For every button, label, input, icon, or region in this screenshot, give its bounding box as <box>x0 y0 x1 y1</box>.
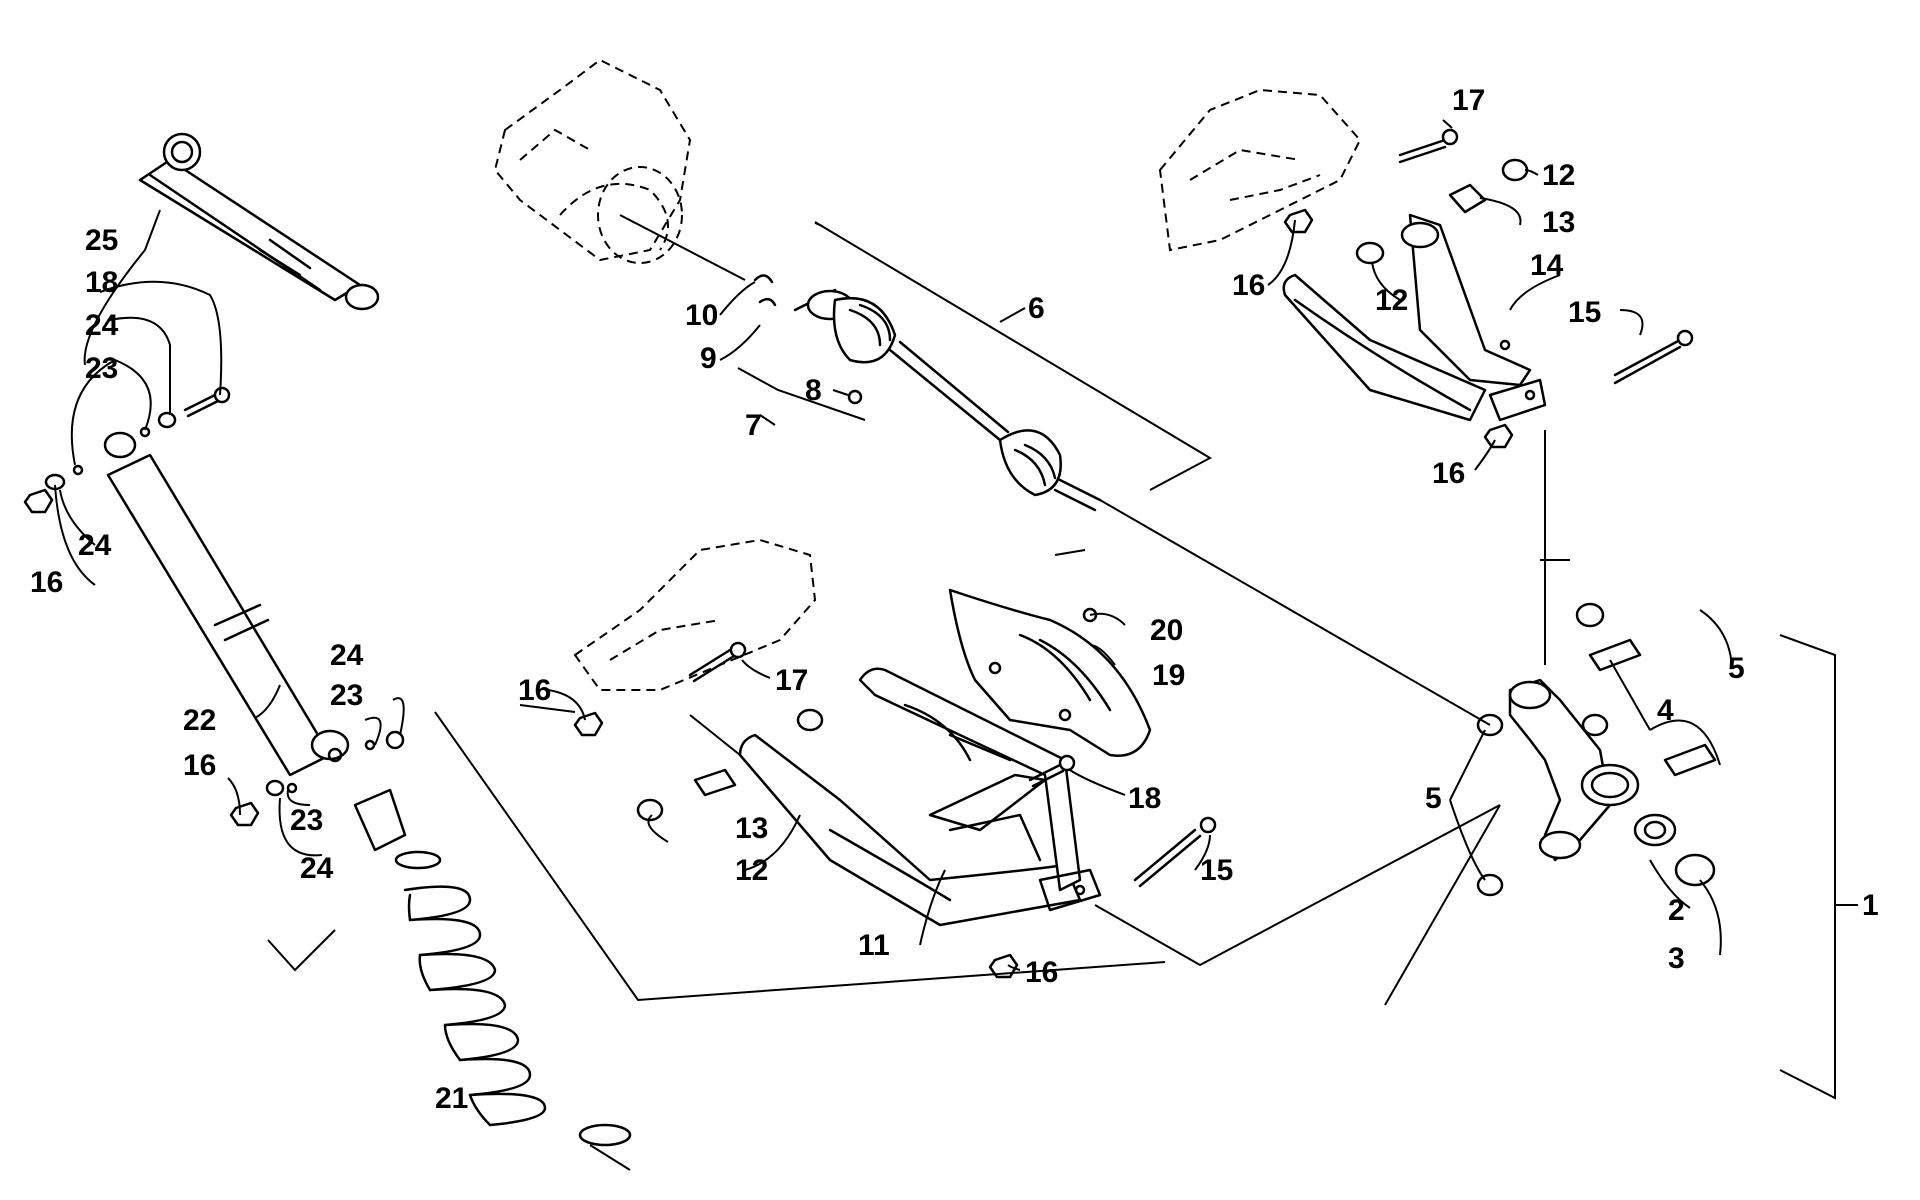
frame-outline-upper-right <box>1158 88 1362 252</box>
callout-15a: 15 <box>1568 296 1601 329</box>
callout-16c: 16 <box>30 566 63 599</box>
callout-13a: 13 <box>1542 206 1575 239</box>
steering-knuckle <box>1508 678 1716 887</box>
drive-axle <box>753 274 1102 512</box>
callout-24d: 24 <box>300 852 334 885</box>
callout-16a: 16 <box>1232 269 1265 302</box>
callout-24a: 24 <box>85 309 119 342</box>
callout-labels: 1 2 3 4 5 5 6 7 8 9 10 11 12 12 12 13 13… <box>30 84 1879 1115</box>
callout-7: 7 <box>745 409 762 442</box>
callout-15b: 15 <box>1200 854 1233 887</box>
callout-24c: 24 <box>330 639 364 672</box>
callout-10: 10 <box>685 299 718 332</box>
callout-4: 4 <box>1657 694 1674 727</box>
leader-lines <box>54 119 1858 972</box>
frame-outline-top <box>493 58 692 264</box>
callout-18a: 18 <box>85 266 118 299</box>
callout-13b: 13 <box>735 812 768 845</box>
callout-20: 20 <box>1150 614 1183 647</box>
callout-12b: 12 <box>1375 284 1408 317</box>
callout-11: 11 <box>858 929 890 962</box>
callout-21: 21 <box>435 1082 468 1115</box>
callout-16f: 16 <box>1025 956 1058 989</box>
callout-16e: 16 <box>518 674 551 707</box>
callout-16b: 16 <box>1432 457 1465 490</box>
callout-12c: 12 <box>735 854 768 887</box>
assembly-lines <box>619 214 1570 1006</box>
shock-absorber <box>103 431 350 777</box>
callout-1: 1 <box>1862 889 1879 922</box>
frame-outline-lower <box>573 538 817 691</box>
callout-18b: 18 <box>1128 782 1161 815</box>
callout-19: 19 <box>1152 659 1185 692</box>
callout-17b: 17 <box>775 664 808 697</box>
callout-2: 2 <box>1668 894 1685 927</box>
callout-25: 25 <box>85 224 118 257</box>
callout-5b: 5 <box>1425 782 1442 815</box>
callout-14: 14 <box>1530 249 1564 282</box>
callout-8: 8 <box>805 374 822 407</box>
callout-12a: 12 <box>1542 159 1575 192</box>
callout-23c: 23 <box>290 804 323 837</box>
callout-23a: 23 <box>85 352 118 385</box>
callout-5a: 5 <box>1728 652 1745 685</box>
callout-24b: 24 <box>78 529 112 562</box>
lower-a-arm <box>738 667 1102 927</box>
assembly-brackets <box>434 221 1836 1100</box>
callout-16d: 16 <box>183 749 216 782</box>
skid-plate <box>948 588 1152 757</box>
callout-9: 9 <box>700 342 717 375</box>
callout-22: 22 <box>183 704 216 737</box>
callout-17a: 17 <box>1452 84 1485 117</box>
upper-a-arm <box>1282 213 1547 422</box>
callout-6: 6 <box>1028 292 1045 325</box>
spring-compressor-tool <box>138 132 380 311</box>
callout-3: 3 <box>1668 942 1685 975</box>
callout-23b: 23 <box>330 679 363 712</box>
coil-spring <box>353 788 632 1171</box>
